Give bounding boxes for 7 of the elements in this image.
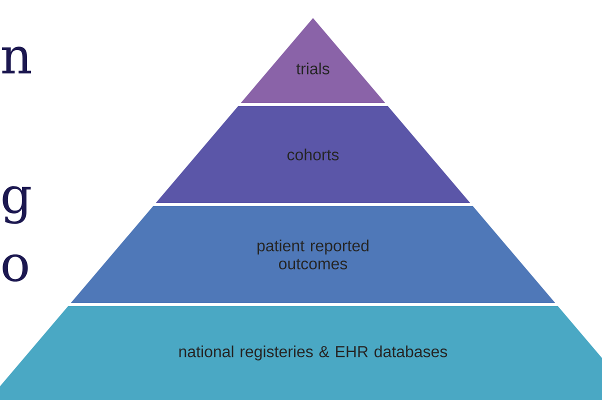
text-fragment: o <box>2 254 28 282</box>
pyramid-band: trials <box>240 18 386 103</box>
pyramid-band: patient reported outcomes <box>70 206 556 303</box>
text-fragment: n <box>2 46 31 74</box>
pyramid-band: cohorts <box>156 106 470 203</box>
text-fragment: g <box>2 186 31 224</box>
pyramid-band: national registeries & EHR databases <box>0 306 602 400</box>
